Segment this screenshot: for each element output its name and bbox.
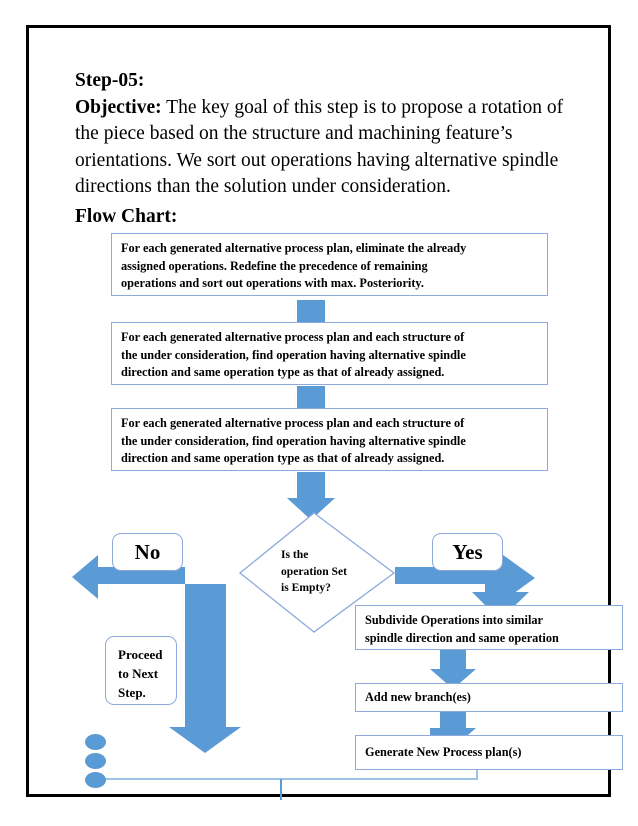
subdivide-line-2: spindle direction and same operation bbox=[365, 630, 559, 645]
process-box-3-line-2: the under consideration, find operation … bbox=[121, 433, 466, 448]
proceed-line-1: Proceed bbox=[118, 647, 163, 662]
decision-text-line-2: operation Set bbox=[281, 564, 348, 578]
objective-label: Objective: bbox=[75, 96, 162, 118]
process-box-2-line-1: For each generated alternative process p… bbox=[121, 330, 465, 344]
process-box-1-line-2: assigned operations. Redefine the preced… bbox=[121, 258, 428, 273]
branch-label-no: No bbox=[112, 533, 183, 571]
process-box-3-line-3: direction and same operation type as tha… bbox=[121, 451, 445, 465]
flow-chart-heading: Flow Chart: bbox=[75, 206, 178, 227]
process-box-2: For each generated alternative process p… bbox=[111, 322, 548, 385]
arrow-down-3 bbox=[287, 472, 335, 520]
proceed-line-2: to Next bbox=[118, 666, 159, 681]
objective-line-2: the piece based on the structure and mac… bbox=[75, 123, 513, 144]
process-box-3-line-1: For each generated alternative process p… bbox=[121, 416, 465, 430]
subdivide-line-1: Subdivide Operations into similar bbox=[365, 613, 543, 627]
decision-diamond bbox=[238, 512, 396, 633]
process-box-1-line-1: For each generated alternative process p… bbox=[121, 241, 467, 255]
proceed-line-3: Step. bbox=[118, 685, 146, 700]
process-box-1-line-3: operations and sort out operations with … bbox=[121, 276, 424, 290]
objective-line-3: orientations. We sort out operations hav… bbox=[75, 149, 559, 171]
page-frame: Step-05: Objective: The key goal of this… bbox=[26, 25, 623, 800]
flow-chart: For each generated alternative process p… bbox=[29, 28, 623, 800]
process-box-1: For each generated alternative process p… bbox=[111, 233, 548, 296]
process-box-2-line-3: direction and same operation type as tha… bbox=[121, 365, 445, 379]
generate-plan-label: Generate New Process plan(s) bbox=[365, 745, 522, 759]
generate-new-process-plan-box: Generate New Process plan(s) bbox=[355, 735, 623, 770]
process-box-2-line-2: the under consideration, find operation … bbox=[121, 347, 466, 362]
continuation-dot-1 bbox=[85, 734, 106, 750]
continuation-dot-2 bbox=[85, 753, 106, 769]
process-box-3: For each generated alternative process p… bbox=[111, 408, 548, 471]
add-new-branch-label: Add new branch(es) bbox=[365, 690, 471, 704]
step-title: Step-05: bbox=[75, 70, 145, 91]
objective-line-4: directions than the solution under consi… bbox=[75, 176, 451, 197]
decision-text: Is the operation Set is Empty? bbox=[281, 547, 391, 597]
subdivide-operations-box: Subdivide Operations into similar spindl… bbox=[355, 605, 623, 650]
branch-label-yes: Yes bbox=[432, 533, 503, 571]
objective-text-block: Step-05: Objective: The key goal of this… bbox=[75, 68, 585, 201]
proceed-to-next-step-box: Proceed to Next Step. bbox=[105, 636, 177, 705]
continuation-dot-3 bbox=[85, 772, 106, 788]
objective-text-1: The key goal of this step is to propose … bbox=[166, 96, 564, 118]
loop-back-connector bbox=[85, 768, 478, 800]
decision-text-line-3: is Empty? bbox=[281, 581, 331, 594]
add-new-branch-box: Add new branch(es) bbox=[355, 683, 623, 712]
arrow-down-4 bbox=[430, 650, 476, 689]
objective-line-1: Objective: The key goal of this step is … bbox=[75, 95, 585, 122]
decision-text-line-1: Is the bbox=[281, 548, 309, 561]
arrow-no-elbow bbox=[72, 555, 241, 753]
